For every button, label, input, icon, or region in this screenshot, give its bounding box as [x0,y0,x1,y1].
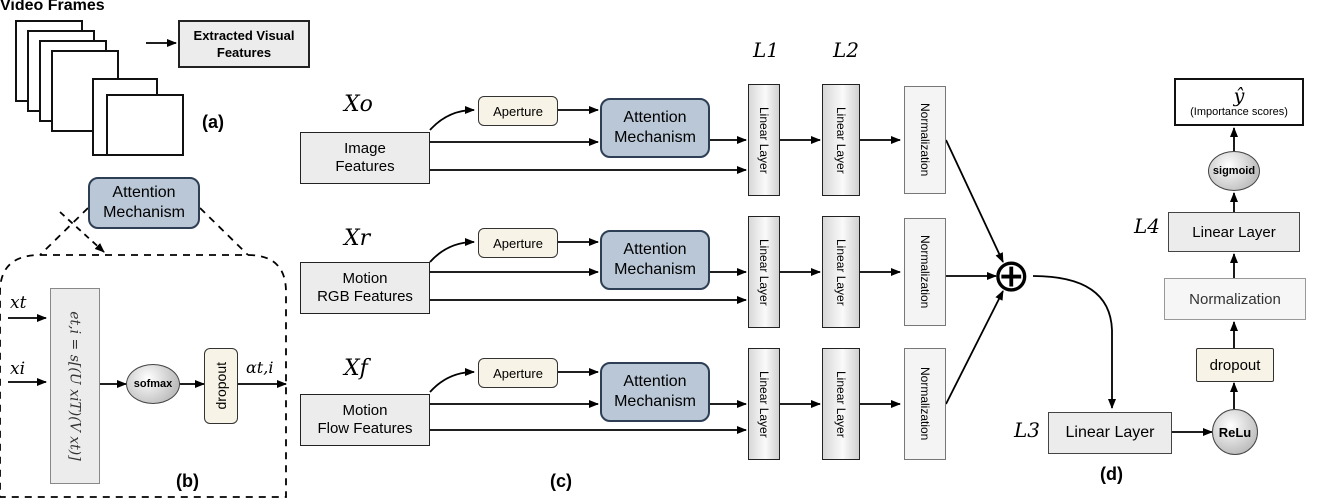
zoom-region-outline [0,254,287,498]
normalization-box: Normalization [904,348,946,460]
symbol-xo: Xo [344,92,373,117]
linear-layer-l1: Linear Layer [748,348,780,460]
sigmoid-node: sigmoid [1208,151,1260,191]
attention-box: Attention Mechanism [600,98,710,158]
layer-symbol-l1: L1 [753,38,780,62]
attention-box: Attention Mechanism [600,362,710,422]
layer-symbol-l3: L3 [1014,418,1041,442]
input-xt: xt [10,293,27,313]
motion-flow-features-box: Motion Flow Features [300,394,430,446]
layer-symbol-l4: L4 [1134,214,1161,238]
output-alpha: αt,i [246,358,274,377]
normalization-box-d: Normalization [1164,278,1306,320]
linear-layer-l2: Linear Layer [822,216,860,328]
image-features-box: Image Features [300,132,430,184]
score-function-box: et,i = s[(U xiT)(V xt)] [50,288,100,484]
normalization-box: Normalization [904,218,946,326]
linear-layer-l2: Linear Layer [822,348,860,460]
linear-layer-l1: Linear Layer [748,84,780,196]
dropout-block: dropout [204,348,238,424]
symbol-xf: Xf [344,356,368,381]
linear-layer-l2: Linear Layer [822,84,860,196]
aperture-box: Aperture [478,228,558,258]
layer-symbol-l2: L2 [833,38,860,62]
sum-node-icon: ⊕ [992,249,1031,301]
motion-rgb-features-box: Motion RGB Features [300,262,430,314]
extracted-features-box: Extracted Visual Features [178,20,310,68]
linear-layer-l3: Linear Layer [1048,412,1172,454]
caption-b: (b) [176,471,199,491]
aperture-box: Aperture [478,96,558,126]
caption-d: (d) [1100,464,1123,484]
attention-mechanism-header: Attention Mechanism [88,177,200,229]
symbol-xr: Xr [344,226,371,251]
linear-layer-l4: Linear Layer [1168,212,1300,252]
input-xi: xi [10,359,26,379]
attention-box: Attention Mechanism [600,230,710,290]
output-symbol: ŷ [1233,85,1245,107]
video-frames-title: Video Frames [0,0,105,14]
relu-node: ReLu [1212,409,1258,455]
video-frame [106,94,184,156]
dropout-box: dropout [1196,348,1274,382]
softmax-node: sofmax [126,364,180,404]
caption-c: (c) [550,471,572,491]
dropout-label: dropout [213,362,229,410]
output-label: (Importance scores) [1190,106,1288,118]
aperture-box: Aperture [478,358,558,388]
score-formula: et,i = s[(U xiT)(V xt)] [67,311,83,461]
linear-layer-l1: Linear Layer [748,216,780,328]
output-box: ŷ (Importance scores) [1174,78,1304,126]
caption-a: (a) [202,112,224,132]
normalization-box: Normalization [904,86,946,194]
